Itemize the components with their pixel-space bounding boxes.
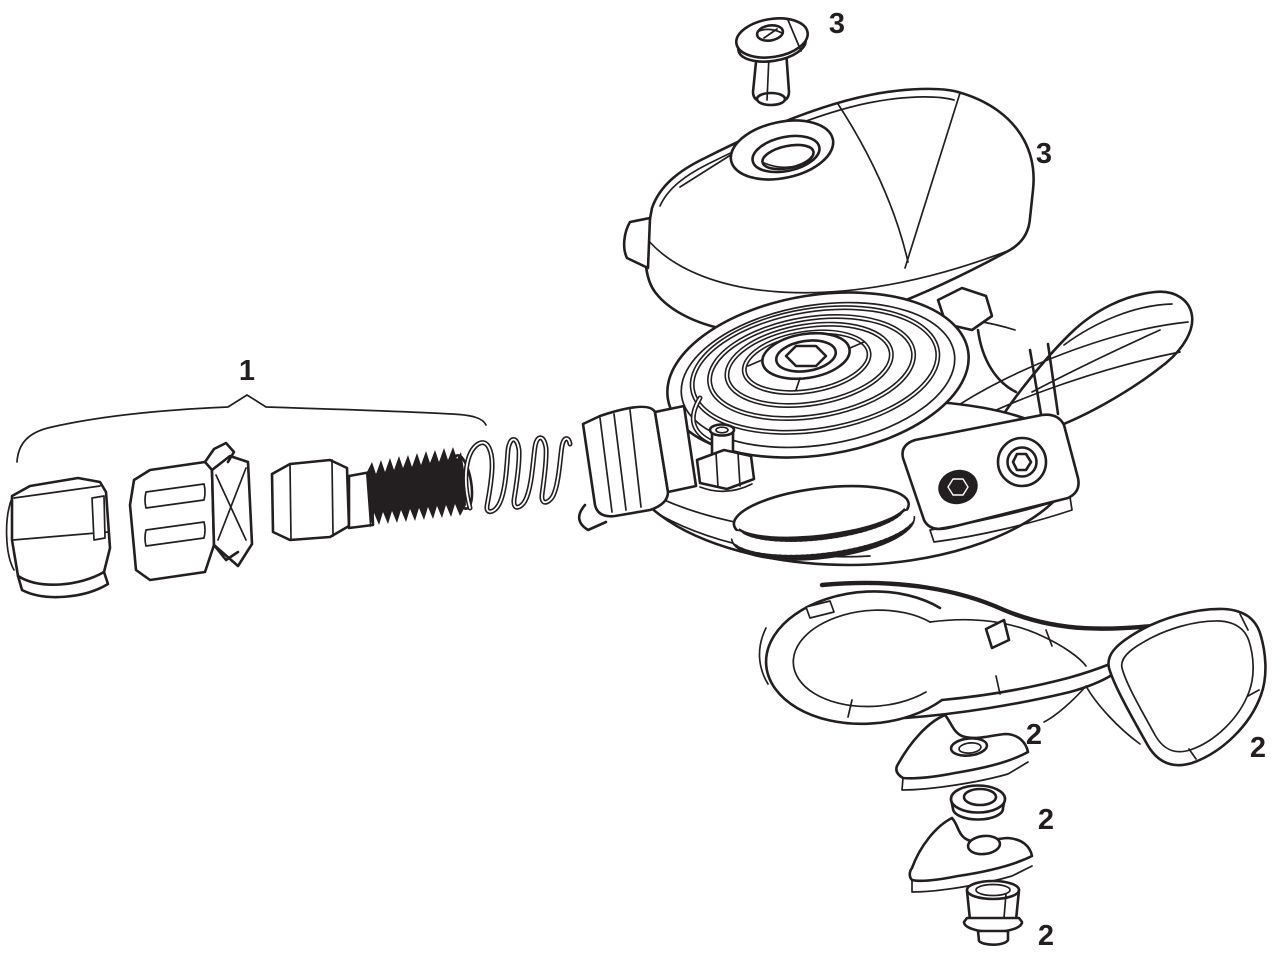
cover-screw: 3 xyxy=(735,8,845,107)
callout-cover: 3 xyxy=(1036,138,1052,170)
callout-clamp-bolt: 2 xyxy=(1038,920,1054,952)
knurled-dial xyxy=(730,484,916,561)
clamp-bolt xyxy=(962,879,1024,946)
clamp-band-lever: 2 2 xyxy=(758,580,1267,767)
mount-block xyxy=(901,413,1080,543)
anchor-pin-nut xyxy=(695,423,756,493)
barrel-adjuster-group: 1 xyxy=(5,355,573,599)
clamp-bracket-upper xyxy=(895,713,1030,791)
callout-clamp-washer: 2 xyxy=(1038,804,1054,836)
spiral-spring-housing xyxy=(666,291,970,459)
shifter-mechanism xyxy=(577,286,1194,567)
clamp-washer xyxy=(949,784,1007,821)
adjuster-spline-insert xyxy=(128,441,254,582)
callout-clamp-bracket: 2 xyxy=(1026,719,1042,751)
adjuster-spring xyxy=(463,435,573,515)
clamp-hardware: 2 2 xyxy=(895,713,1054,952)
clamp-bracket-lower xyxy=(908,816,1034,893)
group-brace xyxy=(16,394,487,463)
adjuster-end-cap xyxy=(5,476,112,599)
cable-barrel-boss xyxy=(577,404,698,532)
callout-screw: 3 xyxy=(829,8,845,40)
shift-lever-blade xyxy=(1107,607,1267,767)
callout-adjuster-group: 1 xyxy=(239,355,255,387)
top-cover: 3 xyxy=(622,87,1052,335)
adjuster-barrel-bolt xyxy=(270,447,474,542)
callout-clamp-lever: 2 xyxy=(1250,732,1266,764)
